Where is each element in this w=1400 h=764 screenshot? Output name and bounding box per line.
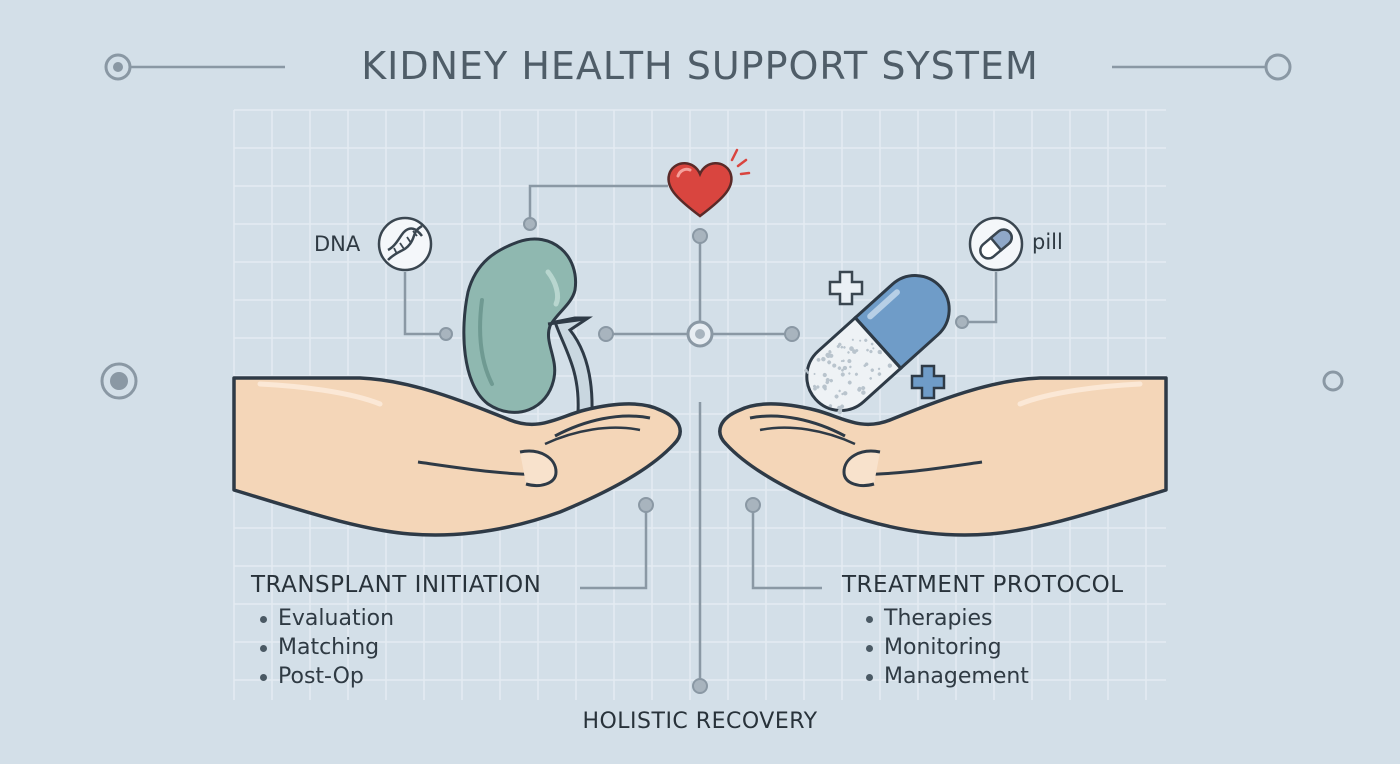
left-hand-illustration <box>232 376 682 537</box>
treatment-protocol-list: Therapies Monitoring Management <box>858 604 1029 691</box>
title-decoration-right <box>1112 53 1292 81</box>
holistic-recovery-label: HOLISTIC RECOVERY <box>582 709 818 734</box>
right-hand-illustration <box>718 376 1168 537</box>
dna-icon <box>377 216 433 272</box>
transplant-initiation-list: Evaluation Matching Post-Op <box>252 604 394 691</box>
side-node-right <box>1322 370 1344 392</box>
transplant-initiation-heading: TRANSPLANT INITIATION <box>251 572 542 598</box>
plus-icon <box>828 270 864 306</box>
capsule-icon <box>804 274 951 414</box>
pill-icon <box>968 216 1024 272</box>
page-title: KIDNEY HEALTH SUPPORT SYSTEM <box>361 44 1039 88</box>
list-item: Management <box>858 662 1029 691</box>
heart-icon <box>667 148 751 218</box>
list-item: Therapies <box>858 604 1029 633</box>
title-decoration-left <box>104 53 285 81</box>
dna-label: DNA <box>314 232 361 256</box>
list-item: Matching <box>252 633 394 662</box>
kidney-icon <box>462 237 594 414</box>
plus-icon-small <box>910 364 946 400</box>
list-item: Monitoring <box>858 633 1029 662</box>
center-node <box>686 320 714 348</box>
connector-nodes <box>439 217 969 694</box>
connector-lines <box>403 184 998 686</box>
side-node-left <box>100 362 138 400</box>
treatment-protocol-heading: TREATMENT PROTOCOL <box>842 572 1124 598</box>
list-item: Post-Op <box>252 662 394 691</box>
pill-label: pill <box>1032 230 1063 254</box>
list-item: Evaluation <box>252 604 394 633</box>
